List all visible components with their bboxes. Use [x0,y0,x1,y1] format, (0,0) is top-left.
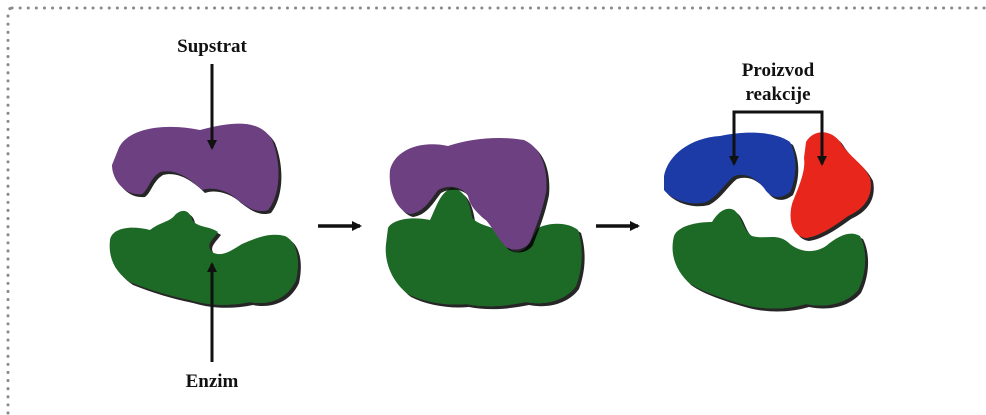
enzyme-shape [109,210,298,305]
dotted-frame [6,6,986,415]
product-red-shape [790,132,871,238]
product-label-line1: Proizvod [742,60,815,81]
stage-1-separate: Supstrat Enzim [109,36,298,392]
complex-enzyme-shape [385,188,582,307]
substrate-label: Supstrat [177,36,247,57]
product-blue-shape [664,132,796,204]
complex-substrate-shape [389,138,547,250]
product-enzyme-shape [672,208,866,309]
stage-3-products: Proizvod reakcije [664,60,871,309]
stage-2-complex [385,138,582,307]
product-label-line2: reakcije [745,84,810,105]
substrate-shape [112,123,279,211]
enzyme-label: Enzim [186,371,239,392]
